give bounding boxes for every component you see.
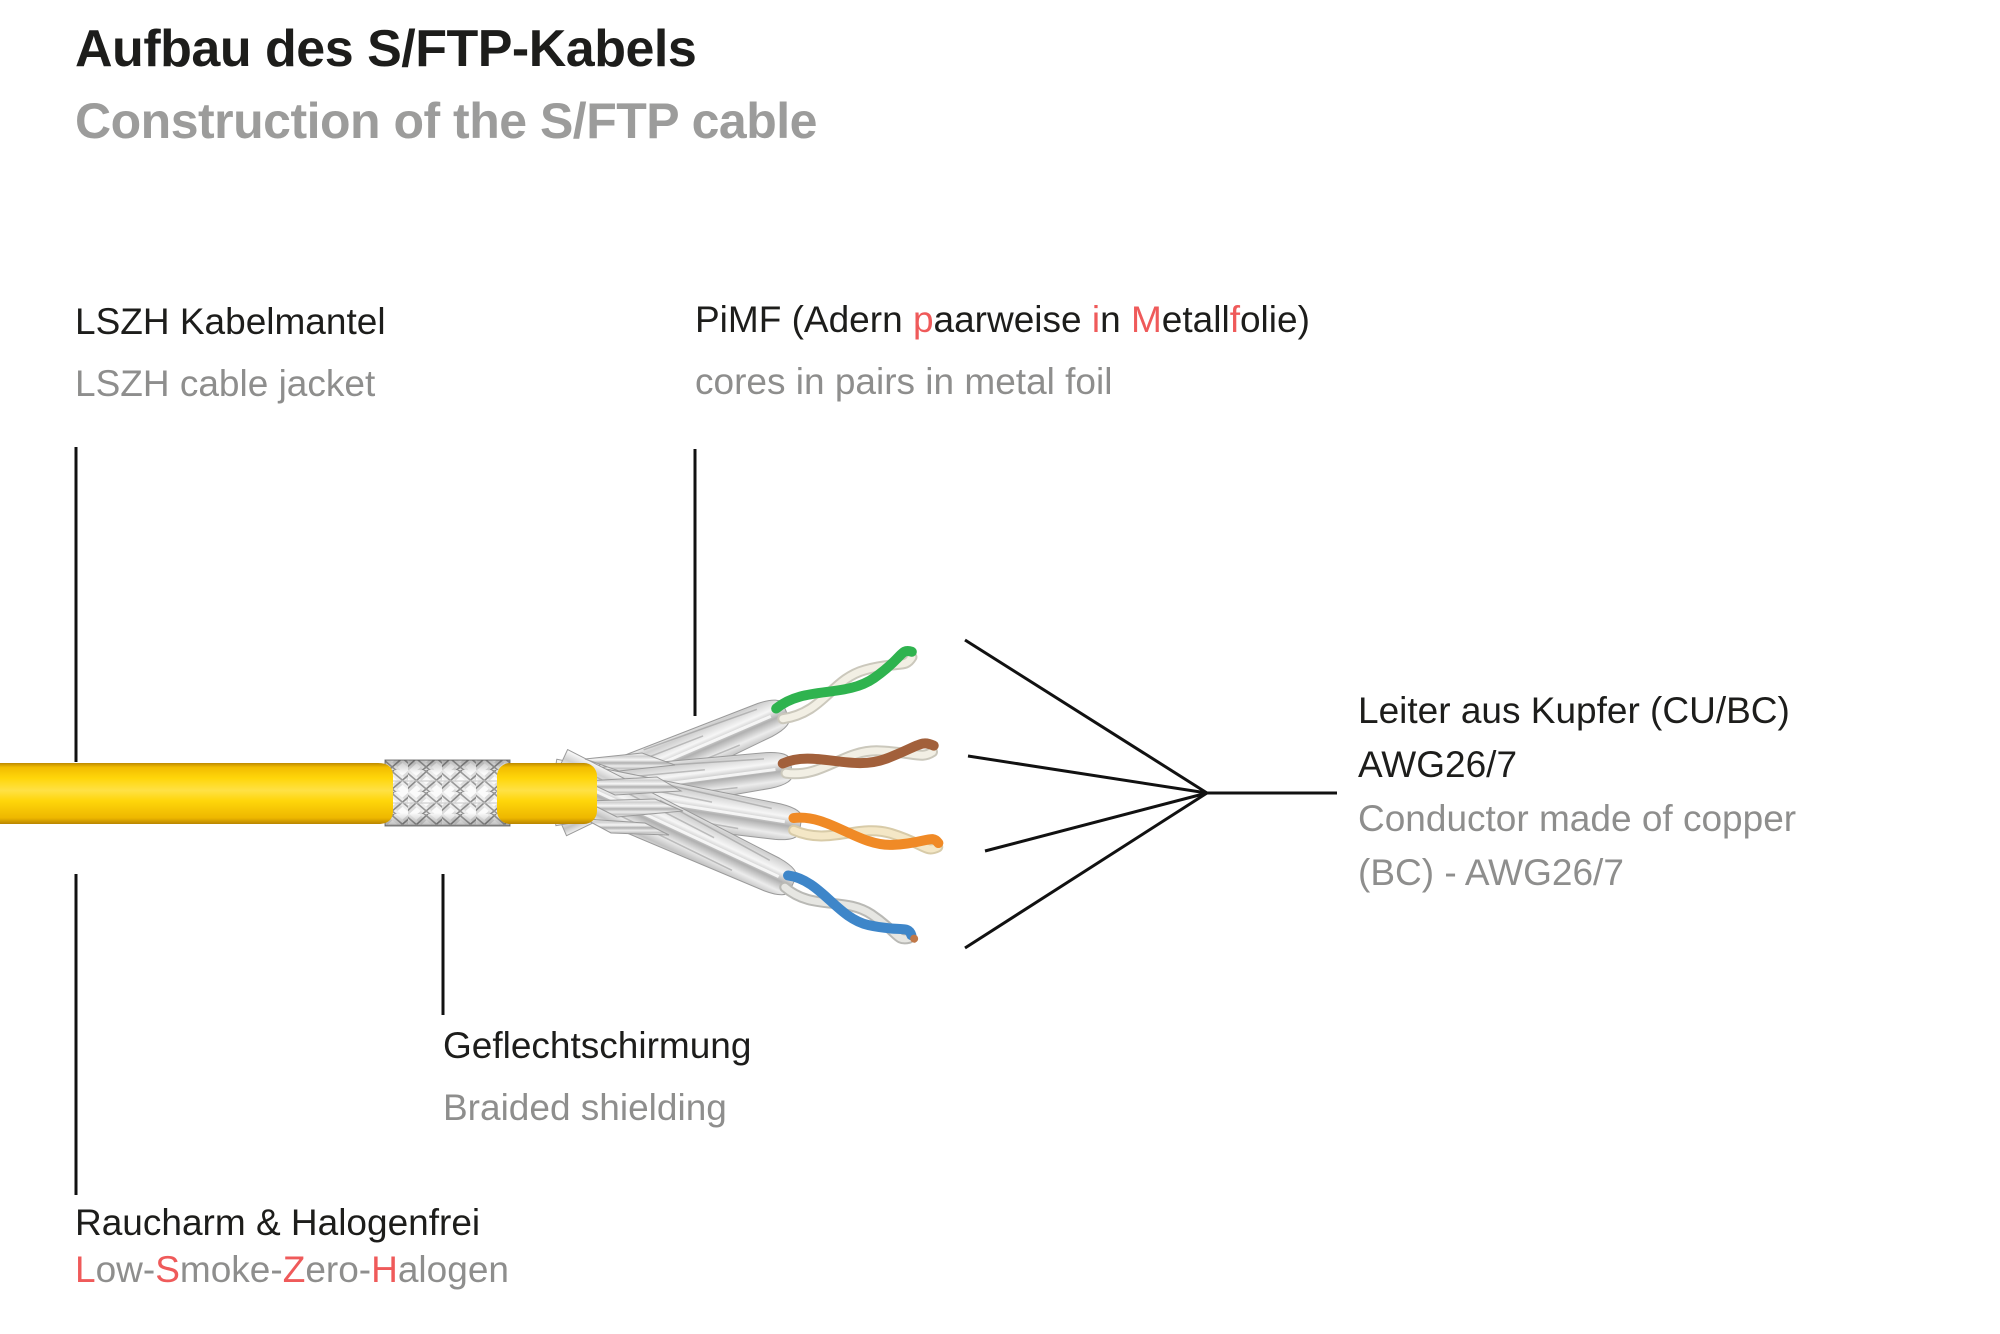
label-conductor-en-line2: (BC) - AWG26/7: [1358, 852, 1624, 894]
foil-shard: [584, 818, 670, 836]
foil-shard: [584, 752, 676, 772]
conductor-fan: [964, 638, 1337, 950]
label-low-smoke-zero-halogen: Raucharm & Halogenfrei Low-Smoke-Zero-Ha…: [75, 1201, 509, 1293]
leader-lines: [74, 447, 697, 1195]
label-conductor: Leiter aus Kupfer (CU/BC) AWG26/7 Conduc…: [1358, 684, 1796, 900]
wire-orange: [788, 812, 944, 850]
label-pimf-en: cores in pairs in metal foil: [695, 361, 1113, 403]
wire-white-core: [782, 747, 936, 778]
wire-cream-core: [790, 826, 942, 853]
label-cable-jacket: LSZH Kabelmantel LSZH cable jacket: [75, 300, 386, 407]
wire-green: [771, 646, 917, 714]
cable-jacket: [0, 763, 597, 824]
wire-white-core: [779, 653, 916, 723]
page-title-de: Aufbau des S/FTP-Kabels: [75, 20, 697, 78]
jacket-left-section: [0, 763, 393, 824]
wire-white-core: [781, 883, 913, 943]
wire-brown: [777, 738, 939, 769]
braided-shield-window: [384, 759, 511, 827]
label-braided-shielding-de: Geflechtschirmung: [443, 1025, 752, 1066]
foil-shard: [584, 798, 684, 818]
label-cable-jacket-en: LSZH cable jacket: [75, 363, 376, 405]
label-lszh-de: Raucharm & Halogenfrei: [75, 1202, 481, 1243]
fan-line-orange: [984, 791, 1208, 853]
fan-line-green: [964, 638, 1208, 795]
braid-shading: [385, 760, 510, 826]
foil-highlight: [565, 775, 780, 878]
foil-shard: [584, 776, 683, 796]
label-conductor-de-line2: AWG26/7: [1358, 744, 1518, 786]
label-braided-shielding-en: Braided shielding: [443, 1087, 727, 1129]
label-pimf: PiMF (Adern paarweise in Metallfolie) co…: [695, 298, 1310, 405]
fan-line-brown: [967, 754, 1208, 795]
jacket-right-band: [497, 763, 597, 824]
fan-line-blue: [964, 791, 1208, 950]
wire-blue: [783, 870, 917, 941]
label-braided-shielding: Geflechtschirmung Braided shielding: [443, 1024, 751, 1131]
copper-tip: [910, 934, 919, 943]
label-pimf-de: PiMF (Adern paarweise in Metallfolie): [695, 299, 1310, 340]
page-title-en: Construction of the S/FTP cable: [75, 93, 817, 149]
label-lszh-en: Low-Smoke-Zero-Halogen: [75, 1249, 509, 1291]
label-conductor-en-line1: Conductor made of copper: [1358, 798, 1797, 840]
pair-bundle: [544, 646, 944, 945]
label-conductor-de-line1: Leiter aus Kupfer (CU/BC): [1358, 690, 1790, 731]
label-cable-jacket-de: LSZH Kabelmantel: [75, 301, 386, 342]
foil-mouth-cluster: [584, 752, 684, 836]
